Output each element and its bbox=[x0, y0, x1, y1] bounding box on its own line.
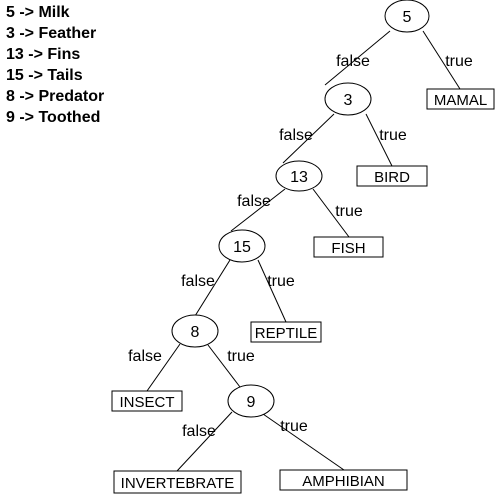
legend-item-fins: 13 -> Fins bbox=[6, 46, 81, 63]
legend-item-milk: 5 -> Milk bbox=[6, 4, 70, 21]
decision-node-5 bbox=[384, 0, 430, 33]
edge-n5-to-mamal bbox=[422, 30, 461, 90]
edge-n3-to-n13 bbox=[282, 113, 335, 164]
decision-node-9 bbox=[227, 384, 275, 418]
edge-label-false: false bbox=[128, 348, 162, 365]
leaf-node-bird bbox=[356, 165, 428, 187]
decision-node-3 bbox=[324, 82, 372, 116]
leaf-node-mamal bbox=[426, 88, 495, 110]
decision-node-13 bbox=[275, 160, 323, 192]
legend-item-tails: 15 -> Tails bbox=[6, 67, 83, 84]
leaf-node-reptile bbox=[250, 321, 322, 343]
leaf-node-label: BIRD bbox=[374, 169, 410, 186]
leaf-node-label: INVERTEBRATE bbox=[121, 475, 235, 492]
edge-label-true: true bbox=[335, 203, 363, 220]
edge-label-true: true bbox=[267, 273, 295, 290]
edge-label-true: true bbox=[379, 127, 407, 144]
legend-item-toothed: 9 -> Toothed bbox=[6, 109, 101, 126]
edge-n13-to-n15 bbox=[230, 188, 286, 232]
edge-label-false: false bbox=[336, 53, 370, 70]
edge-n9-to-invertebrate bbox=[176, 411, 233, 472]
decision-node-label: 8 bbox=[191, 324, 200, 341]
legend: 5 -> Milk 3 -> Feather 13 -> Fins 15 -> … bbox=[6, 2, 104, 128]
decision-node-label: 3 bbox=[344, 92, 353, 109]
edge-label-true: true bbox=[445, 53, 473, 70]
leaf-node-label: MAMAL bbox=[434, 92, 487, 109]
leaf-node-invertebrate bbox=[113, 470, 242, 494]
edge-label-false: false bbox=[237, 193, 271, 210]
edge-label-false: false bbox=[279, 127, 313, 144]
decision-node-label: 13 bbox=[290, 169, 308, 186]
edge-label-true: true bbox=[280, 418, 308, 435]
edge-n13-to-fish bbox=[312, 188, 350, 238]
leaf-node-label: AMPHIBIAN bbox=[302, 473, 385, 490]
edge-n9-to-amphibian bbox=[262, 413, 345, 471]
decision-node-label: 15 bbox=[233, 239, 251, 256]
edge-n15-to-n8 bbox=[194, 259, 231, 317]
decision-node-label: 5 bbox=[403, 9, 412, 26]
decision-node-15 bbox=[218, 229, 266, 263]
leaf-node-fish bbox=[313, 236, 384, 258]
edge-label-false: false bbox=[181, 273, 215, 290]
leaf-node-amphibian bbox=[279, 469, 408, 491]
edge-n3-to-bird bbox=[365, 113, 393, 167]
edge-n15-to-reptile bbox=[257, 259, 287, 323]
leaf-node-label: FISH bbox=[331, 240, 365, 257]
edge-n8-to-n9 bbox=[207, 344, 241, 388]
leaf-node-label: REPTILE bbox=[255, 325, 318, 342]
leaf-node-insect bbox=[111, 390, 183, 412]
legend-item-feather: 3 -> Feather bbox=[6, 25, 97, 42]
edge-label-true: true bbox=[227, 348, 255, 365]
edge-n5-to-n3 bbox=[324, 30, 391, 86]
legend-item-predator: 8 -> Predator bbox=[6, 88, 105, 105]
edge-label-false: false bbox=[182, 423, 216, 440]
decision-node-8 bbox=[171, 314, 219, 348]
leaf-node-label: INSECT bbox=[119, 394, 174, 411]
edge-n8-to-insect bbox=[146, 343, 181, 392]
decision-node-label: 9 bbox=[247, 394, 256, 411]
